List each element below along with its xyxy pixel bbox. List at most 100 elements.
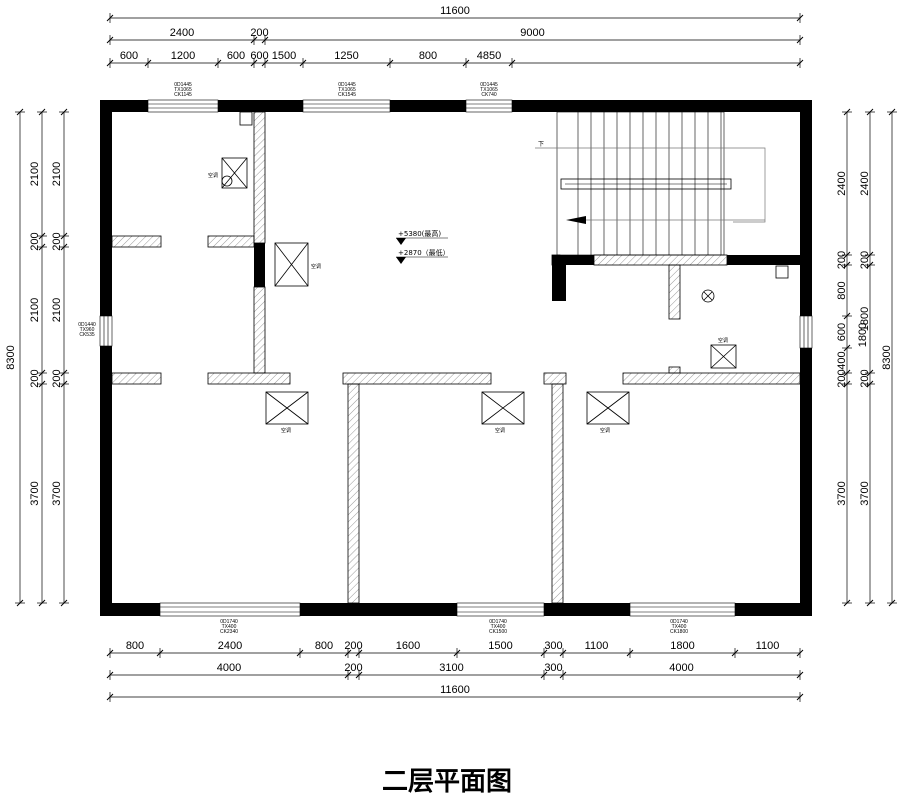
dim-right-outer-tick	[866, 108, 874, 116]
dim-left-inner-label: 200	[51, 232, 63, 250]
level-low: +2870（最低）	[398, 248, 450, 257]
dim-left-outer-tick	[38, 599, 46, 607]
dim-top-row3-label: 4850	[477, 50, 501, 62]
window-note-line: TX1065	[338, 87, 356, 93]
window-note-line: TX1065	[480, 87, 498, 93]
dim-bottom-row1-tick	[453, 649, 461, 657]
level-high: +5380(最高)	[398, 229, 441, 238]
window-note-line: CK1145	[174, 92, 192, 98]
dim-bottom-row1-label: 800	[315, 640, 333, 652]
ac-label: 空调	[718, 337, 728, 344]
dim-left-inner-tick	[60, 232, 68, 240]
dim-right-outer-tick	[866, 599, 874, 607]
dim-top-row3-label: 1250	[334, 50, 358, 62]
dim-right-inner-tick	[843, 380, 851, 388]
dim-top-row2-tick	[796, 36, 804, 44]
dim-right-inner-label: 200	[836, 369, 848, 387]
dim-top-row2-tick	[106, 36, 114, 44]
dim-right-outer-label: 3700	[859, 481, 871, 505]
dim-left-inner-tick	[60, 599, 68, 607]
dim-bottom-row1-tick	[106, 649, 114, 657]
dim-top-row3-tick	[796, 59, 804, 67]
dim-right-outer-tick	[866, 251, 874, 259]
ac-label: 空调	[208, 172, 218, 179]
structural-columns	[254, 243, 800, 301]
dim-right-inner-tick	[843, 369, 851, 377]
ac-unit	[710, 344, 737, 369]
dim-top-row3-tick	[106, 59, 114, 67]
dim-right-inner-tick	[843, 261, 851, 269]
window-note-line: CK1800	[670, 629, 688, 635]
dim-bottom-total-label: 11600	[440, 684, 470, 696]
dim-top-row3-tick	[386, 59, 394, 67]
dim-top-row3-tick	[462, 59, 470, 67]
dim-bottom-row1-tick	[355, 649, 363, 657]
dim-bottom-row1-tick	[796, 649, 804, 657]
dim-top-row3-tick	[261, 59, 269, 67]
ac-unit	[265, 391, 309, 425]
dim-bottom-row2-tick	[355, 671, 363, 679]
dim-bottom-row1-label: 1600	[396, 640, 420, 652]
dim-top-row2-tick	[250, 36, 258, 44]
dim-left-outer-tick	[38, 369, 46, 377]
ac-unit	[586, 391, 630, 425]
dim-bottom-total-tick	[106, 693, 114, 701]
dim-right-inner-tick	[843, 599, 851, 607]
dim-bottom-row1-label: 300	[544, 640, 562, 652]
dim-top-total-label: 11600	[440, 5, 470, 17]
dim-right-inner-mid-label: 1800	[857, 323, 869, 347]
dim-bottom-row2-tick	[540, 671, 548, 679]
window-note-line: 0D1740	[220, 619, 238, 625]
ac-unit	[481, 391, 525, 425]
dim-bottom-row1-tick	[156, 649, 164, 657]
dim-top-row2-tick	[261, 36, 269, 44]
dim-bottom-row1-label: 1800	[670, 640, 694, 652]
dim-left-inner-tick	[60, 369, 68, 377]
dim-bottom-row1-label: 200	[344, 640, 362, 652]
dim-left-outer-label: 200	[29, 232, 41, 250]
dim-left-total-tick	[16, 599, 24, 607]
dim-left-outer-tick	[38, 232, 46, 240]
dim-bottom-row1-label: 800	[126, 640, 144, 652]
dim-left-total-tick	[16, 108, 24, 116]
dim-right-inner-tick	[843, 312, 851, 320]
ac-unit	[274, 242, 309, 287]
dim-left-total-label: 8300	[5, 345, 17, 369]
window-note-line: TX400	[222, 624, 237, 630]
dim-right-outer-label: 1800	[859, 307, 871, 331]
dim-top-row3-label: 600	[120, 50, 138, 62]
window-note-line: 0D1440	[78, 322, 96, 328]
dim-top-row3-tick	[508, 59, 516, 67]
window-note-line: TX1065	[174, 87, 192, 93]
ac-unit	[221, 157, 248, 189]
dim-bottom-row2-label: 4000	[669, 662, 693, 674]
dim-top-row2-label: 9000	[520, 27, 544, 39]
dim-right-outer-label: 200	[859, 251, 871, 269]
window-note-line: CK1500	[489, 629, 507, 635]
dim-bottom-total-tick	[796, 693, 804, 701]
ac-label: 空调	[311, 263, 321, 270]
dim-left-inner-tick	[60, 243, 68, 251]
dim-left-inner-label: 2100	[51, 162, 63, 186]
dim-left-inner-label: 200	[51, 369, 63, 387]
dim-right-inner-label: 200	[836, 251, 848, 269]
window-note-line: CK740	[481, 92, 497, 98]
dim-top-row3-label: 1200	[171, 50, 195, 62]
staircase	[535, 111, 766, 256]
dim-right-total-tick	[888, 599, 896, 607]
dim-top-row3-tick	[299, 59, 307, 67]
stair-down-label: 下	[538, 141, 544, 148]
dim-top-row3-tick	[144, 59, 152, 67]
window-note-line: 0D1445	[480, 82, 498, 88]
dim-bottom-row1-label: 1100	[585, 640, 609, 652]
window-note-line: TX400	[672, 624, 687, 630]
window-note-line: CK1545	[338, 92, 356, 98]
dim-left-inner-label: 2100	[51, 298, 63, 322]
dim-right-inner-label: 400	[836, 351, 848, 369]
dim-top-row3-label: 600	[227, 50, 245, 62]
ac-labels: 空调 空调 空调 空调 空调 空调	[208, 172, 728, 434]
dim-right-outer-label: 2400	[859, 171, 871, 195]
